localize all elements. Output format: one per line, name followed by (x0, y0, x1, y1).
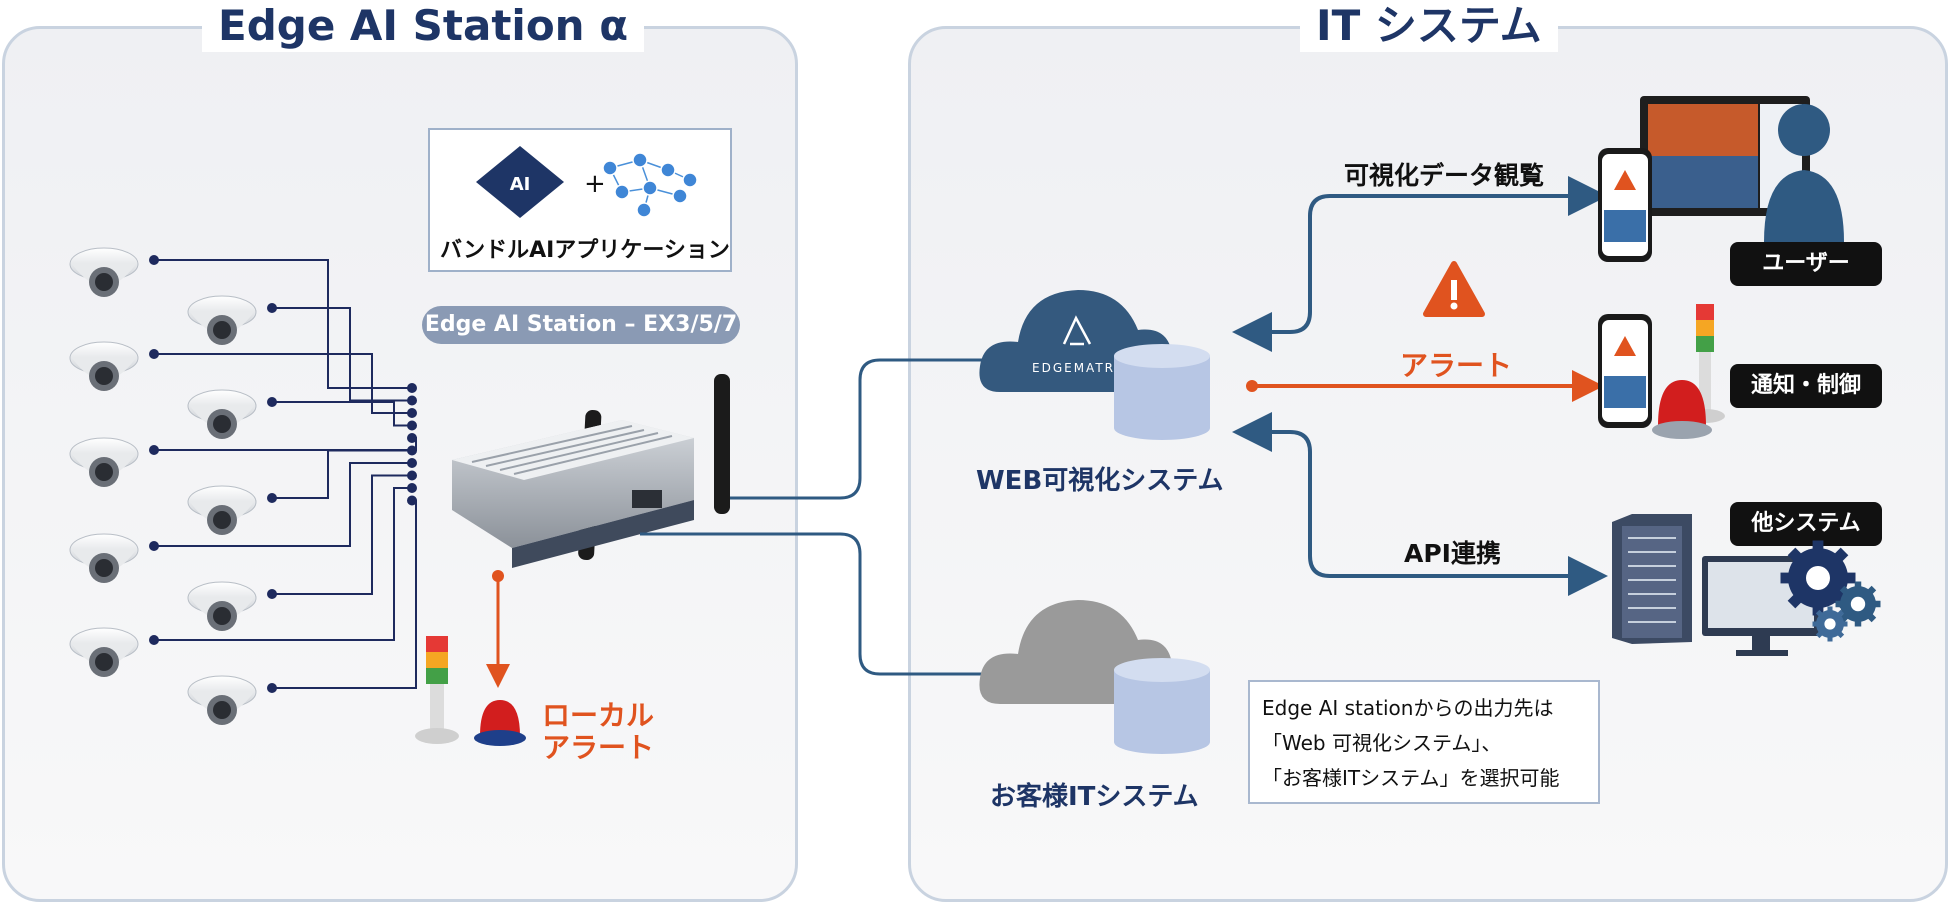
cable-node (407, 495, 417, 506)
camera-wiring (149, 255, 417, 693)
camera-cable (154, 487, 412, 641)
flow-alert-label: アラート (1400, 349, 1513, 382)
edgematrix-logo: EDGEMATRIX (1032, 361, 1131, 375)
antenna-right-icon (714, 374, 730, 514)
cable-node (267, 683, 277, 693)
cable-node (267, 397, 277, 407)
plus-sign: + (584, 169, 606, 199)
web-database-icon (1114, 344, 1210, 440)
signal-tower-left-icon (415, 636, 459, 744)
cable-node (407, 433, 417, 443)
cable-node (407, 395, 417, 406)
cable-node (407, 470, 417, 481)
cable-node (407, 408, 417, 418)
cable-node (407, 383, 417, 393)
customer-database-icon (1114, 658, 1210, 754)
cable-node (149, 349, 159, 359)
camera-group (69, 247, 257, 725)
dome-camera-icon (69, 247, 139, 297)
local-alert-label-1: ローカル (542, 699, 655, 732)
smartphone-icon-2 (1598, 314, 1652, 428)
user-icon (1764, 104, 1844, 242)
camera-cable (272, 401, 412, 427)
local-alert-label-2: アラート (542, 731, 655, 764)
cable-node (407, 420, 417, 431)
camera-cable (272, 449, 412, 499)
dome-camera-icon (69, 533, 139, 583)
dome-camera-icon (187, 295, 257, 345)
output-note-line-3: 「お客様ITシステム」を選択可能 (1262, 766, 1560, 790)
server-icon (1612, 514, 1692, 644)
cable-node (267, 589, 277, 599)
dome-camera-icon (187, 675, 257, 725)
camera-cable (154, 462, 412, 547)
rotating-light-right-icon (1652, 380, 1712, 439)
camera-cable (154, 353, 412, 414)
bundle-ai-label: バンドルAIアプリケーション (440, 238, 730, 263)
cable-node (267, 493, 277, 503)
camera-cable (154, 259, 412, 389)
dome-camera-icon (187, 581, 257, 631)
dome-camera-icon (187, 389, 257, 439)
warning-icon (1423, 261, 1485, 317)
cable-node (149, 255, 159, 265)
tag-user: ユーザー (1730, 242, 1882, 286)
customer-system-label: お客様ITシステム (990, 782, 1199, 812)
neural-network-icon (602, 152, 698, 218)
edge-ai-panel-title: Edge AI Station α (202, 0, 645, 52)
smartphone-icon-1 (1598, 148, 1652, 262)
cable-node (267, 303, 277, 313)
tag-notify: 通知・制御 (1730, 364, 1882, 408)
tag-other-system: 他システム (1730, 502, 1882, 546)
camera-cable (154, 437, 417, 451)
output-note-line-1: Edge AI stationからの出力先は (1262, 696, 1554, 720)
svg-text:AI: AI (510, 174, 531, 195)
cable-node (407, 445, 417, 456)
edge-ai-device (452, 374, 730, 568)
web-system-label: WEB可視化システム (976, 466, 1224, 496)
dome-camera-icon (187, 485, 257, 535)
device-model-pill: Edge AI Station – EX3/5/7 (422, 306, 740, 344)
output-note-box (1248, 680, 1600, 804)
gear-icon (1835, 581, 1881, 627)
cable-node (149, 635, 159, 645)
gear-icon (1780, 540, 1881, 642)
output-note-line-2: 「Web 可視化システム」、 (1262, 731, 1502, 755)
gear-icon (1812, 606, 1848, 642)
dome-camera-icon (69, 627, 139, 677)
camera-cable (272, 474, 412, 595)
it-system-panel-title: IT システム (1300, 0, 1558, 52)
cable-node (149, 541, 159, 551)
dome-camera-icon (69, 341, 139, 391)
rotating-light-left-icon (474, 700, 526, 746)
cable-node (149, 445, 159, 455)
ai-chip-icon: AI (476, 146, 564, 218)
cable-node (407, 483, 417, 493)
dome-camera-icon (69, 437, 139, 487)
cable-node (407, 458, 417, 468)
